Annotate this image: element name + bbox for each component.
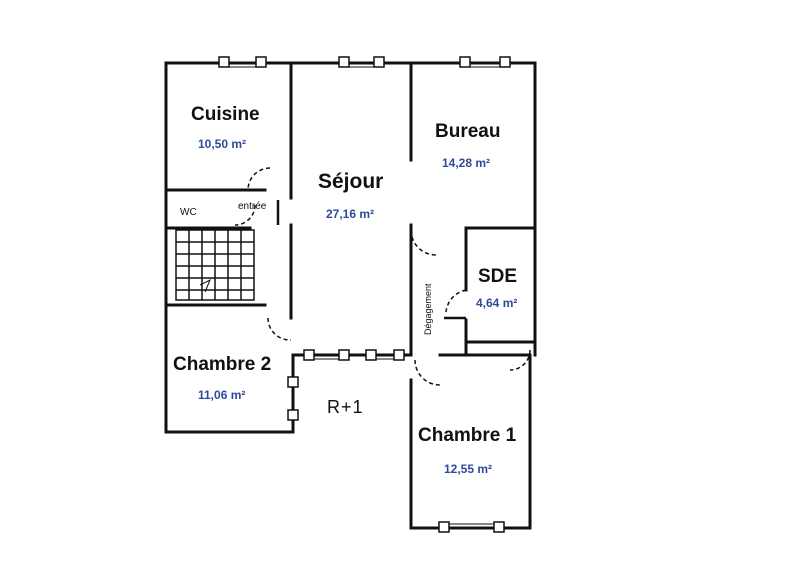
door-swings [234, 167, 531, 386]
windows [218, 56, 511, 533]
room-name-chambre1: Chambre 1 [418, 425, 517, 446]
room-name-sde: SDE [478, 266, 518, 287]
room-area-sejour: 27,16 m² [326, 207, 375, 221]
staircase [175, 229, 255, 301]
floor-level-label: R+1 [327, 397, 364, 417]
label-degagement: Dégagement [423, 283, 433, 335]
label-entree: entrée [238, 201, 267, 212]
room-area-chambre2: 11,06 m² [198, 388, 246, 402]
room-area-sde: 4,64 m² [476, 296, 518, 310]
room-area-cuisine: 10,50 m² [198, 137, 247, 151]
room-name-cuisine: Cuisine [191, 104, 260, 125]
room-name-sejour: Séjour [318, 170, 384, 193]
room-name-chambre2: Chambre 2 [173, 354, 272, 375]
wall-left [164, 61, 295, 434]
room-area-bureau: 14,28 m² [442, 156, 491, 170]
room-area-chambre1: 12,55 m² [444, 462, 493, 476]
room-name-bureau: Bureau [435, 121, 501, 142]
label-wc: WC [180, 207, 197, 218]
